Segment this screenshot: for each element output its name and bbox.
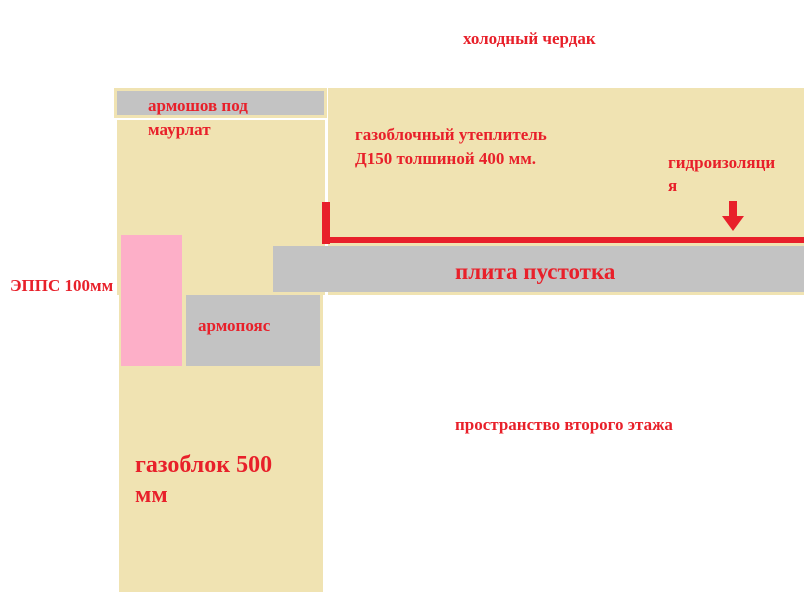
gasblock-label-line2: мм — [135, 482, 168, 508]
insulation-label-line1: газоблочный утеплитель — [355, 125, 547, 144]
mauerlat-label-line1: армошов под — [148, 96, 248, 115]
waterproofing-label-line2: я — [668, 176, 678, 195]
arrow-down-icon — [722, 201, 744, 231]
gasblock-label-line1: газоблок 500 — [135, 452, 273, 478]
armopoyas-label: армопояс — [198, 316, 271, 335]
waterproofing-horizontal — [322, 237, 804, 243]
hollow-core-slab — [273, 246, 804, 292]
mauerlat-label-line2: маурлат — [148, 120, 211, 139]
epps-insulation — [121, 235, 182, 366]
epps-label: ЭППС 100мм — [10, 276, 114, 295]
insulation-label-line2: Д150 толшиной 400 мм. — [355, 149, 537, 168]
waterproofing-label-line1: гидроизоляци — [668, 153, 776, 172]
mauerlat-belt — [117, 91, 324, 115]
armopoyas-block — [186, 295, 320, 366]
second-floor-label: пространство второго этажа — [455, 415, 673, 434]
slab-label: плита пустотка — [455, 259, 616, 284]
cold-attic-label: холодный чердак — [463, 29, 596, 48]
waterproofing-vertical — [322, 202, 330, 244]
